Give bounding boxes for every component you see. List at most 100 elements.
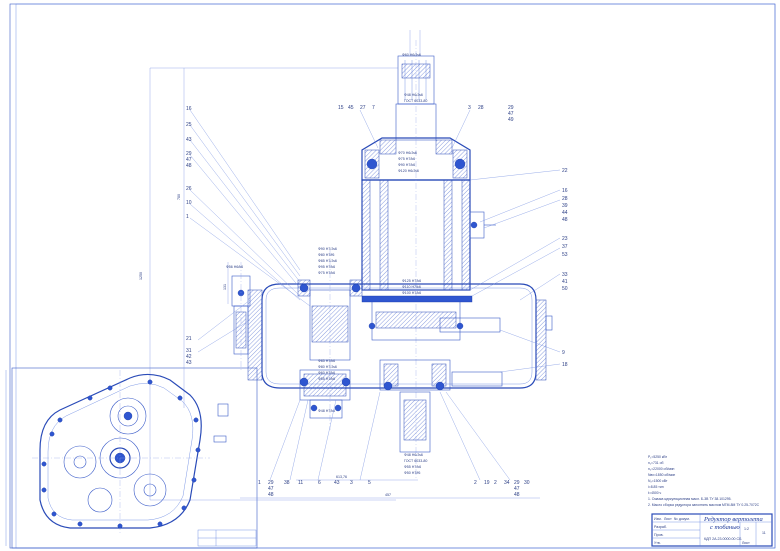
side-view-outline [39,373,202,529]
callout-b19: 19 [484,480,490,486]
note-n2: n₂=22000 об/мин [648,467,675,471]
callout-28: 28 [478,105,484,111]
technical-notes: P₁=5250 кВт n₁=731 об n₂=22000 об/мин Nв… [648,455,760,507]
tb-sheet: Лист [742,541,750,545]
note-nin: Nвх=1850 об/мин [648,473,675,477]
callout-7: 7 [372,105,375,111]
callout-18: 18 [562,362,568,368]
callout-10: 10 [186,200,192,206]
gear-bottom [87,487,113,513]
side-view-frame [11,367,258,549]
callouts-left: 16 25 43 29 47 48 26 10 1 21 31 42 43 [186,106,192,366]
callout-b1: 1 [258,480,261,486]
callout-29: 29 [186,151,192,157]
callout-48-r: 48 [562,217,568,223]
fit-l5: Ф75 Н7/k6 [318,271,335,275]
callouts-top: 15 45 27 7 3 28 29 47 49 [338,105,514,123]
fit-b2: Ф80 Н7/Js6 [318,365,337,369]
gear-top [109,397,147,435]
sheet-number: 11 [762,531,766,535]
callout-b6: 6 [318,480,321,486]
doc-code: КДП 2А.23.0000.00 СБ [704,537,742,541]
callout-b38: 38 [284,480,290,486]
fit-l1: Ф90 Н7/Js6 [318,247,337,251]
fit-b4: Ф55 Н7/k6 [318,377,335,381]
fit-m3: Ф90 Н7/k6 [398,163,415,167]
callout-31: 31 [186,348,192,354]
side-view [32,370,229,535]
callout-49-top: 49 [508,117,514,123]
callout-16-r: 16 [562,188,568,194]
callout-39: 39 [562,203,568,209]
note-oil: 2. Масло сборка редуктора заполнить масл… [648,503,760,507]
fit-gost: ГОСТ 6033-80 [404,99,427,103]
fit-bgost: ГОСТ 6033-80 [404,459,427,463]
callout-b2b: 2 [494,480,497,486]
fit-bspline: Ф48 Н6/Js6 [404,453,423,457]
callout-b48: 48 [268,492,274,498]
callout-9: 9 [562,350,565,356]
callout-43: 43 [186,137,192,143]
callout-b2: 2 [474,480,477,486]
fit-bf1: Ф55 Н7/k6 [404,465,421,469]
fit-top: Ф60 Н6/Js6 [402,53,421,57]
callout-42: 42 [186,354,192,360]
callout-15: 15 [338,105,344,111]
callout-33: 33 [562,272,568,278]
callout-50: 50 [562,286,568,292]
main-section-view [231,40,553,480]
fit-b5: Ф48 Н7/k6 [318,409,335,413]
fit-bf2: Ф50 Н7/f6 [404,471,420,475]
callout-25: 25 [186,122,192,128]
callout-1: 1 [186,214,189,220]
callout-b47b: 47 [514,486,520,492]
gear-left [63,445,97,479]
callout-b29b: 29 [514,480,520,486]
note-life: ℓ=4500 ч [648,491,662,495]
tb-utv: Утв. [654,541,661,545]
callout-43b: 43 [186,360,192,366]
callout-48: 48 [186,163,192,169]
callouts-bottom: 1 29 47 48 38 11 6 43 3 5 2 19 2 34 29 3… [258,480,530,498]
dimension-lines [149,30,540,501]
fit-c1: Ф125 Н7/k6 [402,279,421,283]
dim-width-total: 457 [385,493,391,497]
note-n1: n₁=731 об [648,461,663,465]
fit-c3: Ф100 Н7/k6 [402,291,421,295]
callout-21: 21 [186,336,192,342]
callout-b30: 30 [524,480,530,486]
callout-b48b: 48 [514,492,520,498]
fit-b1: Ф85 Н7/k6 [318,359,335,363]
dim-left-h: Ф56 Н6/k6 [226,265,243,269]
fit-l3: Ф85 Н7/Js6 [318,259,337,263]
tb-razrab: Разраб. [654,525,667,529]
dim-height-total: 1250 [139,272,143,280]
callout-45: 45 [348,105,354,111]
dim-height-inner: 780 [177,194,181,200]
callout-27: 27 [360,105,366,111]
callout-3: 3 [468,105,471,111]
callout-44: 44 [562,210,568,216]
inner-frame [15,3,776,549]
callout-28-r: 28 [562,196,568,202]
dim-width-mid: 613,76 [336,475,347,479]
note-p1: P₁=5250 кВт [648,455,668,459]
callout-26: 26 [186,186,192,192]
fit-m4: Ф120 Н6/Js6 [398,169,419,173]
callout-b3: 3 [350,480,353,486]
tb-list: Лист [664,517,672,521]
callout-41: 41 [562,279,568,285]
drawing-subtitle: с тобанью [710,524,740,531]
callout-37: 37 [562,244,568,250]
drawing-title: Редуктор вертолета [703,516,763,523]
note-n2kw: N₂=1500 кВт [648,479,668,483]
fit-labels: Ф60 Н6/Js6 Ф48 Н6/Js6 ГОСТ 6033-80 Ф70 Н… [318,53,427,475]
tb-prov: Пров. [654,533,664,537]
dim-left-v: 131 [223,284,227,290]
gear-right [133,473,167,507]
fit-c2: Ф110 Н7/k6 [402,285,421,289]
callout-b29: 29 [268,480,274,486]
callout-47: 47 [186,157,192,163]
tb-izm: Изм. [654,517,662,521]
